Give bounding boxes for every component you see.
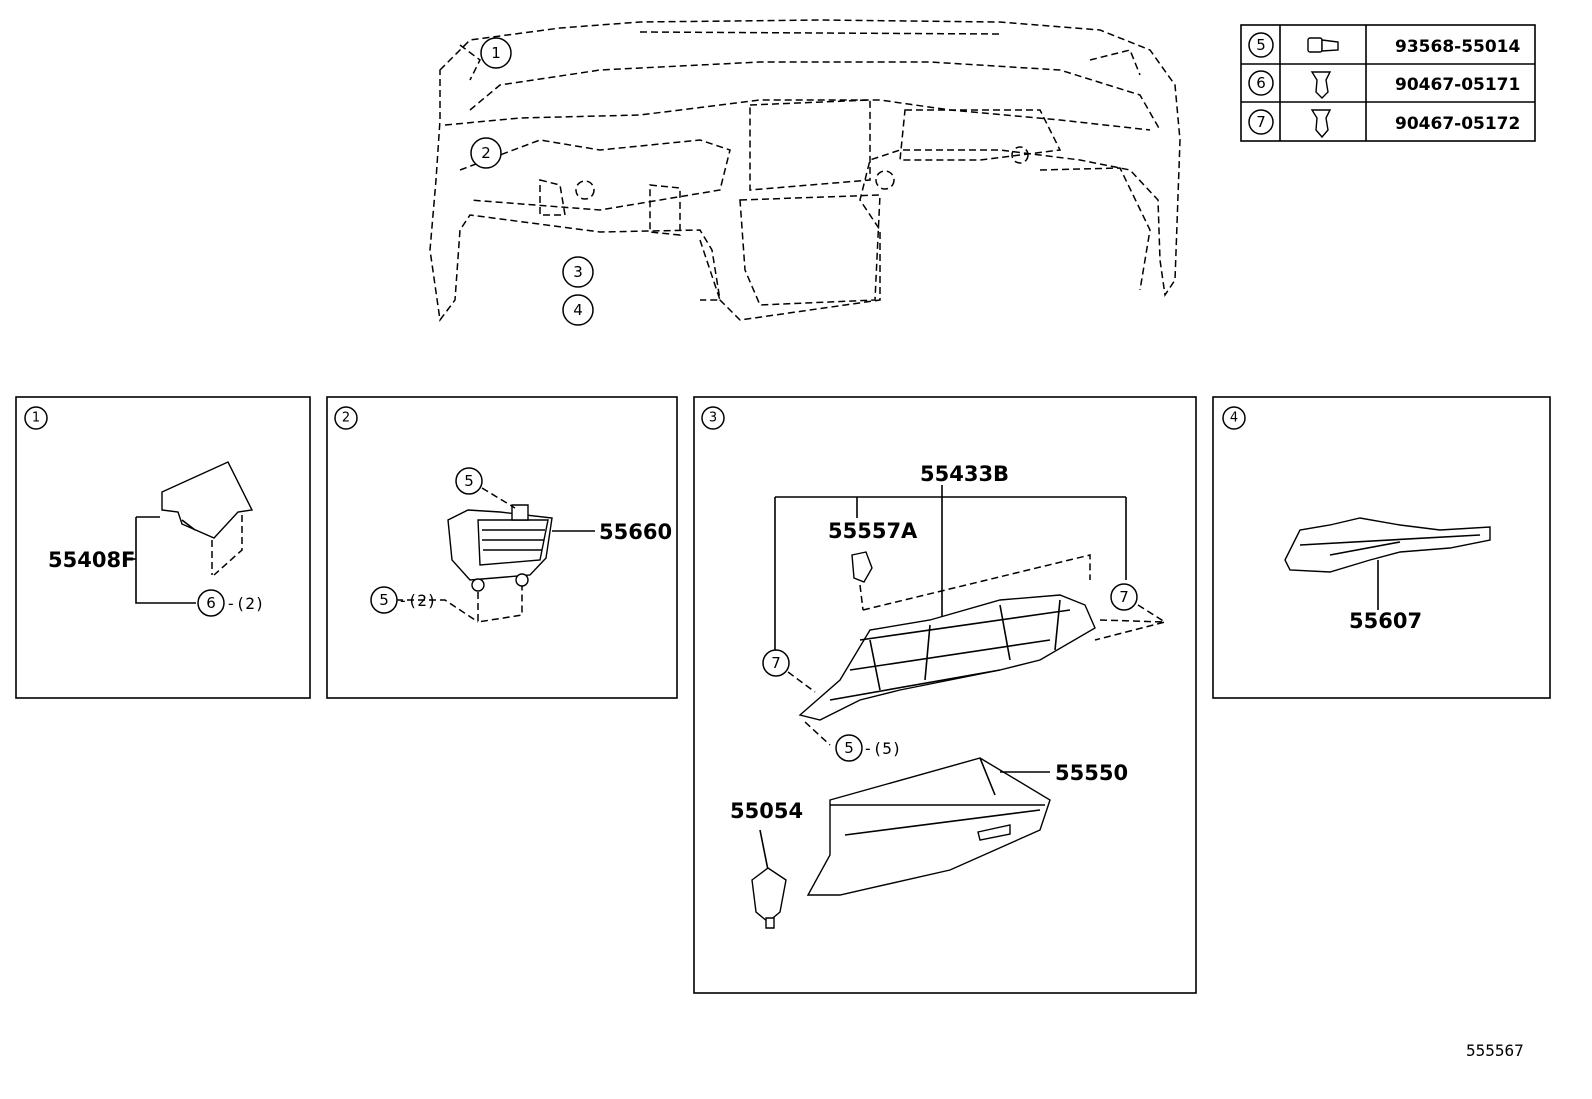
instrument-panel-overview (429, 19, 1181, 322)
svg-text:7: 7 (1119, 588, 1129, 606)
overview-ref-4: 4 (562, 294, 594, 326)
clip-ref-7-left: 7 (762, 649, 790, 677)
part-label-55557A: 55557A (828, 519, 918, 543)
svg-text:3: 3 (573, 263, 583, 281)
part-label-55408F: 55408F (48, 548, 135, 572)
svg-text:5: 5 (1256, 36, 1266, 54)
svg-text:5: 5 (464, 472, 474, 490)
damper-clip-part (851, 551, 873, 583)
svg-text:6: 6 (206, 594, 216, 612)
diagram-id: 555567 (1466, 1041, 1524, 1060)
svg-text:5: 5 (844, 739, 854, 757)
part-label-55550: 55550 (1055, 761, 1128, 785)
clip-icon (1310, 109, 1332, 139)
screw-qty: -(5) (863, 739, 902, 758)
under-cover-part (1284, 517, 1491, 573)
fastener-ref-5: 5 (370, 586, 398, 614)
fastener-qty: -(2) (226, 594, 265, 613)
panel-3: 3 55433B 55557A 7 7 (693, 396, 1197, 994)
fastener-qty: -(2) (398, 591, 437, 610)
bolt-icon (1307, 37, 1339, 53)
overview-ref-2: 2 (470, 137, 502, 169)
side-panel-part (161, 461, 254, 539)
svg-text:7: 7 (1256, 113, 1266, 131)
fastener-ref-5-top: 5 (455, 467, 483, 495)
screw-ref-5: 5 (835, 734, 863, 762)
part-label-55660: 55660 (599, 520, 672, 544)
svg-text:3: 3 (709, 411, 717, 426)
svg-text:2: 2 (342, 411, 350, 426)
clip-ref-7-right: 7 (1110, 583, 1138, 611)
air-vent-part (447, 504, 553, 592)
svg-text:5: 5 (379, 591, 389, 609)
table-row-6: 6 90467-05171 (1248, 70, 1520, 99)
panel-2: 2 55660 5 5 -(2) (326, 396, 678, 699)
svg-text:1: 1 (491, 44, 501, 62)
svg-text:4: 4 (573, 301, 583, 319)
svg-text:90467-05172: 90467-05172 (1395, 114, 1520, 134)
svg-text:7: 7 (771, 654, 781, 672)
panel-4: 4 55607 (1212, 396, 1551, 699)
svg-text:2: 2 (481, 144, 491, 162)
part-label-55607: 55607 (1349, 609, 1422, 633)
glovebox-door-part (806, 757, 1051, 896)
svg-text:4: 4 (1230, 411, 1238, 426)
overview-ref-1: 1 (480, 37, 512, 69)
svg-text:6: 6 (1256, 74, 1266, 92)
clip-icon (1310, 71, 1332, 99)
svg-text:90467-05171: 90467-05171 (1395, 75, 1520, 95)
fastener-table: 5 93568-55014 6 90467-05171 7 90467-0517… (1240, 24, 1536, 142)
overview-ref-3: 3 (562, 256, 594, 288)
table-row-7: 7 90467-05172 (1248, 109, 1520, 139)
part-label-55054: 55054 (730, 799, 803, 823)
fastener-ref-6: 6 (197, 589, 225, 617)
glovebox-frame-part (798, 594, 1096, 721)
svg-text:1: 1 (32, 411, 40, 426)
damper-part (751, 867, 787, 929)
panel-1: 1 55408F 6 -(2) (15, 396, 311, 699)
table-row-5: 5 93568-55014 (1248, 32, 1521, 58)
svg-text:93568-55014: 93568-55014 (1395, 37, 1521, 57)
group-label-55433B: 55433B (920, 462, 1009, 486)
